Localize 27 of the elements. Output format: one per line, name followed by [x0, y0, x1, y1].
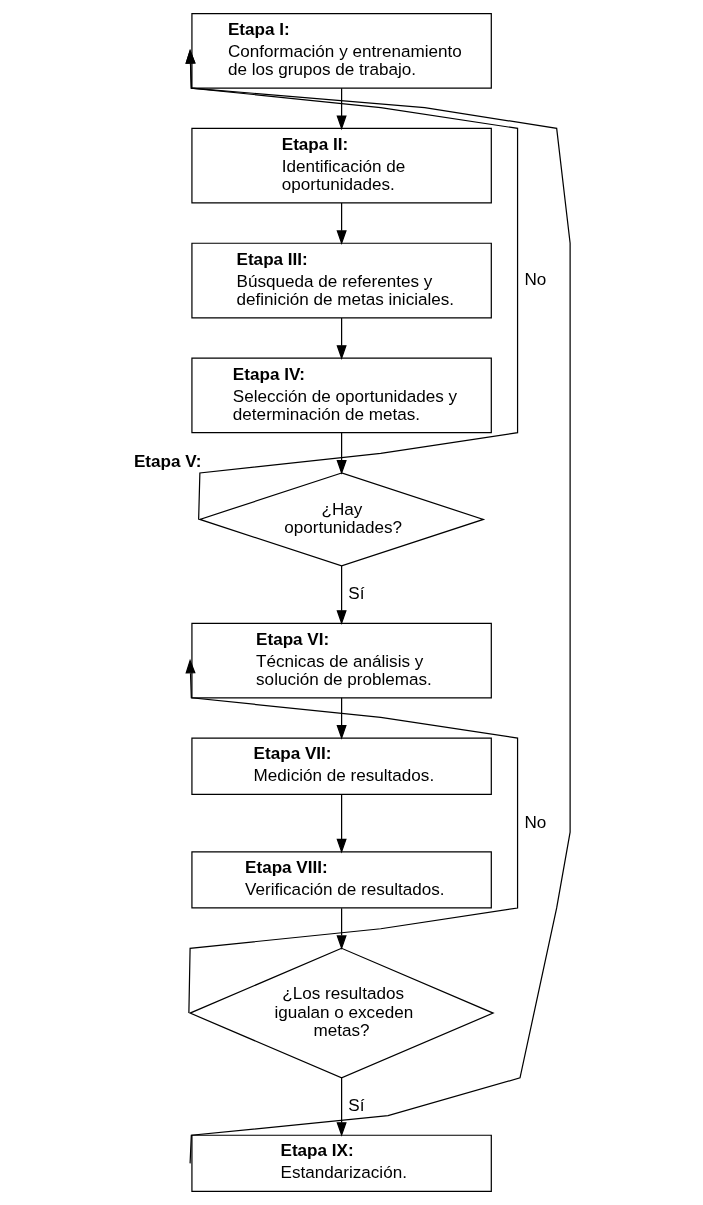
node-box: Etapa IX: Estandarización. [190, 1134, 492, 1193]
node-diamond: ¿Hay oportunidades? [197, 472, 485, 567]
arrow [336, 87, 347, 131]
arrow [336, 907, 347, 950]
edge-label: Sí [347, 1096, 364, 1116]
node-box: Etapa VI: Técnicas de análisis y solución de problemas. [190, 622, 492, 699]
edge-label: No [523, 812, 546, 832]
arrow [336, 317, 347, 360]
node-box: Etapa VII: Medición de resultados. [190, 737, 492, 795]
arrow [336, 432, 347, 475]
arrow [336, 1077, 347, 1137]
node-box: Etapa III: Búsqueda de referentes y definición de metas iniciales. [190, 242, 492, 319]
arrow [184, 658, 518, 1014]
arrow [336, 697, 347, 740]
node-box: Etapa VIII: Verificación de resultados. [190, 851, 492, 909]
arrow [184, 48, 571, 1164]
node-diamond: ¿Los resultados igualan o exceden metas? [188, 947, 495, 1079]
edge-label: No [523, 270, 546, 290]
arrow [184, 48, 518, 520]
node-label: Etapa V: [133, 452, 201, 472]
node-box: Etapa IV: Selección de oportunidades y determinación de metas. [190, 357, 492, 434]
arrow [336, 793, 347, 854]
arrow [336, 565, 347, 625]
node-box: Etapa I: Conformación y entrenamiento de los grupos de trabajo. [190, 12, 492, 89]
node-box: Etapa II: Identificación de oportunidades. [190, 127, 492, 204]
edge-label: Sí [347, 584, 364, 604]
arrow [336, 202, 347, 246]
